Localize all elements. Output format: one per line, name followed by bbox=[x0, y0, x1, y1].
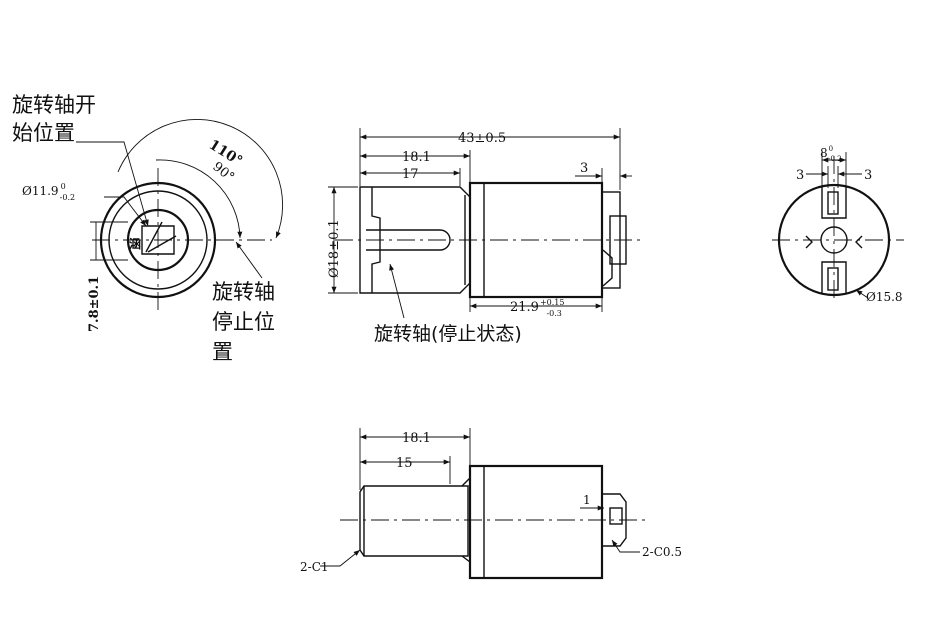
dim-15-8-label: Ø15.8 bbox=[866, 290, 903, 304]
front-terminal bbox=[602, 249, 613, 287]
front-shaft-slot-edge bbox=[371, 187, 381, 293]
right-bottom-slot bbox=[821, 261, 847, 294]
left-view-shaft-circle bbox=[126, 208, 190, 272]
front-view: 43±0.5 18.1 17 3 Ø18±0.1 21.9+0.15-0.3 旋… bbox=[327, 128, 645, 345]
dim-18-label: 18.1 bbox=[402, 150, 431, 165]
dim-1-label: 1 bbox=[583, 493, 591, 507]
rotation-stop-label-line3: 置 bbox=[212, 340, 233, 364]
rotation-stop-label-line1: 旋转轴 bbox=[212, 280, 275, 304]
chamfer-c1-label: 2-C1 bbox=[300, 560, 329, 574]
right-top-slot bbox=[821, 186, 847, 219]
chamfer-c05-label: 2-C0.5 bbox=[642, 545, 682, 559]
right-notch-right bbox=[855, 235, 863, 249]
right-end-view: 80-0.2 3 3 Ø15.8 bbox=[772, 145, 904, 304]
chamfer-c1-leader bbox=[320, 549, 361, 567]
front-end-boss bbox=[609, 215, 627, 265]
dim-b18-label: 18.1 bbox=[402, 431, 431, 446]
bottom-view: 18.1 15 1 2-C1 2-C0.5 bbox=[300, 428, 682, 580]
shaft-marking: 涵 bbox=[129, 237, 141, 251]
chamfer-c05-leader bbox=[611, 539, 640, 553]
dim-15-8-leader bbox=[855, 289, 869, 299]
rotation-stop-line bbox=[147, 235, 177, 253]
dim-3-label: 3 bbox=[580, 161, 588, 176]
dim-3-left-label: 3 bbox=[796, 168, 804, 183]
front-end-cap bbox=[601, 191, 621, 289]
angle-90-arc bbox=[155, 159, 243, 239]
right-top-terminal bbox=[827, 191, 839, 215]
left-view-outer-circle bbox=[99, 181, 217, 299]
right-center-hole bbox=[820, 226, 848, 254]
left-view-inner-circle bbox=[108, 190, 208, 290]
bottom-shaft-body bbox=[359, 485, 469, 557]
bottom-end-terminal bbox=[609, 507, 623, 525]
right-bottom-terminal bbox=[827, 267, 839, 291]
dim-43-label: 43±0.5 bbox=[458, 131, 506, 146]
right-outer-circle bbox=[777, 183, 891, 297]
angle-110-arc bbox=[117, 118, 284, 239]
rotation-start-line bbox=[145, 221, 163, 253]
rotation-start-label-line1: 旋转轴开 bbox=[12, 93, 96, 117]
bottom-motor-body bbox=[468, 464, 604, 580]
dim-diameter-18-label: Ø18±0.1 bbox=[327, 219, 342, 278]
right-notch-left bbox=[805, 235, 813, 249]
dim-17-label: 17 bbox=[402, 167, 419, 182]
dim-3-right-label: 3 bbox=[864, 168, 872, 183]
rotation-stop-leader bbox=[235, 241, 263, 279]
shaft-caption-leader bbox=[389, 263, 405, 319]
rotation-start-label-line2: 始位置 bbox=[12, 121, 75, 145]
height-dim-label: 7.8±0.1 bbox=[87, 276, 102, 332]
rotation-start-leader bbox=[76, 141, 149, 227]
dim-8-label: 80-0.2 bbox=[820, 145, 842, 163]
left-diameter-leader bbox=[104, 196, 147, 227]
shaft-caption: 旋转轴(停止状态) bbox=[374, 323, 522, 345]
dim-b15-label: 15 bbox=[396, 456, 413, 471]
left-view-shaft-flat bbox=[141, 225, 175, 255]
front-shaft-slot bbox=[366, 229, 451, 251]
dim-21-label: 21.9+0.15-0.3 bbox=[510, 298, 564, 318]
rotation-stop-label-line2: 停止位 bbox=[212, 310, 275, 334]
